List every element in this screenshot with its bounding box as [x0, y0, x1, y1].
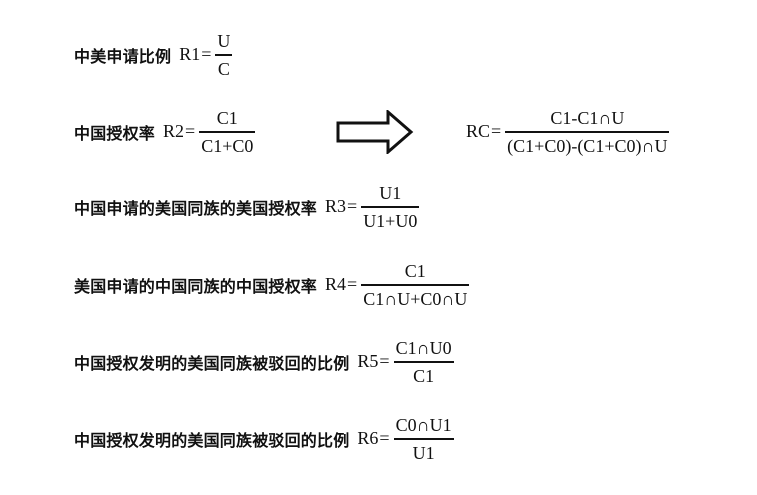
denominator: (C1+C0)-(C1+C0)∩U — [507, 135, 668, 156]
formula-variable: R1 — [179, 44, 201, 65]
fraction-bar — [361, 206, 420, 208]
fraction: U1 U1+U0 — [361, 182, 420, 232]
fraction-bar — [361, 284, 470, 286]
denominator: C1 — [413, 365, 435, 386]
formula-r1: 中美申请比例 R1 = U C — [74, 30, 233, 80]
right-outline-arrow-icon — [336, 110, 414, 154]
fraction: C1∩U0 C1 — [393, 337, 454, 387]
numerator: C0∩U1 — [395, 415, 452, 435]
numerator: C1 — [404, 261, 426, 281]
fraction: C0∩U1 U1 — [393, 414, 454, 464]
denominator: U1 — [412, 442, 435, 463]
formula-label: 中美申请比例 — [74, 46, 172, 66]
equals-sign: = — [347, 274, 358, 295]
fraction: C1-C1∩U (C1+C0)-(C1+C0)∩U — [505, 107, 670, 157]
formula-variable: R5 — [357, 351, 379, 372]
denominator: C — [217, 58, 230, 79]
equals-sign: = — [185, 121, 196, 142]
formula-rc: RC = C1-C1∩U (C1+C0)-(C1+C0)∩U — [466, 107, 670, 157]
equals-sign: = — [379, 351, 390, 372]
fraction-bar — [215, 54, 233, 56]
numerator: U — [217, 31, 231, 51]
formula-label: 中国授权发明的美国同族被驳回的比例 — [74, 430, 350, 450]
formula-label: 美国申请的中国同族的中国授权率 — [74, 276, 318, 296]
formula-variable: R4 — [325, 274, 347, 295]
numerator: C1∩U0 — [395, 338, 452, 358]
formula-label: 中国申请的美国同族的美国授权率 — [74, 198, 318, 218]
equals-sign: = — [347, 196, 358, 217]
denominator: C1∩U+C0∩U — [363, 288, 468, 309]
equals-sign: = — [379, 428, 390, 449]
fraction-bar — [393, 438, 454, 440]
equals-sign: = — [491, 121, 502, 142]
formula-r4: 美国申请的中国同族的中国授权率 R4 = C1 C1∩U+C0∩U — [74, 260, 470, 310]
fraction: C1 C1∩U+C0∩U — [361, 260, 470, 310]
formula-variable: R3 — [325, 196, 347, 217]
equals-sign: = — [201, 44, 212, 65]
formula-label: 中国授权发明的美国同族被驳回的比例 — [74, 353, 350, 373]
formula-r3: 中国申请的美国同族的美国授权率 R3 = U1 U1+U0 — [74, 182, 420, 232]
fraction-bar — [199, 131, 256, 133]
denominator: C1+C0 — [201, 135, 254, 156]
formula-r6: 中国授权发明的美国同族被驳回的比例 R6 = C0∩U1 U1 — [74, 414, 454, 464]
numerator: U1 — [379, 183, 402, 203]
numerator: C1-C1∩U — [550, 108, 625, 128]
fraction: C1 C1+C0 — [199, 107, 256, 157]
formula-variable: R6 — [357, 428, 379, 449]
fraction: U C — [215, 30, 233, 80]
formula-variable: RC — [466, 121, 491, 142]
formula-label: 中国授权率 — [74, 123, 156, 143]
formula-r5: 中国授权发明的美国同族被驳回的比例 R5 = C1∩U0 C1 — [74, 337, 454, 387]
denominator: U1+U0 — [363, 210, 418, 231]
formula-r2: 中国授权率 R2 = C1 C1+C0 — [74, 107, 256, 157]
numerator: C1 — [216, 108, 238, 128]
formula-variable: R2 — [163, 121, 185, 142]
fraction-bar — [505, 131, 670, 133]
fraction-bar — [393, 361, 454, 363]
